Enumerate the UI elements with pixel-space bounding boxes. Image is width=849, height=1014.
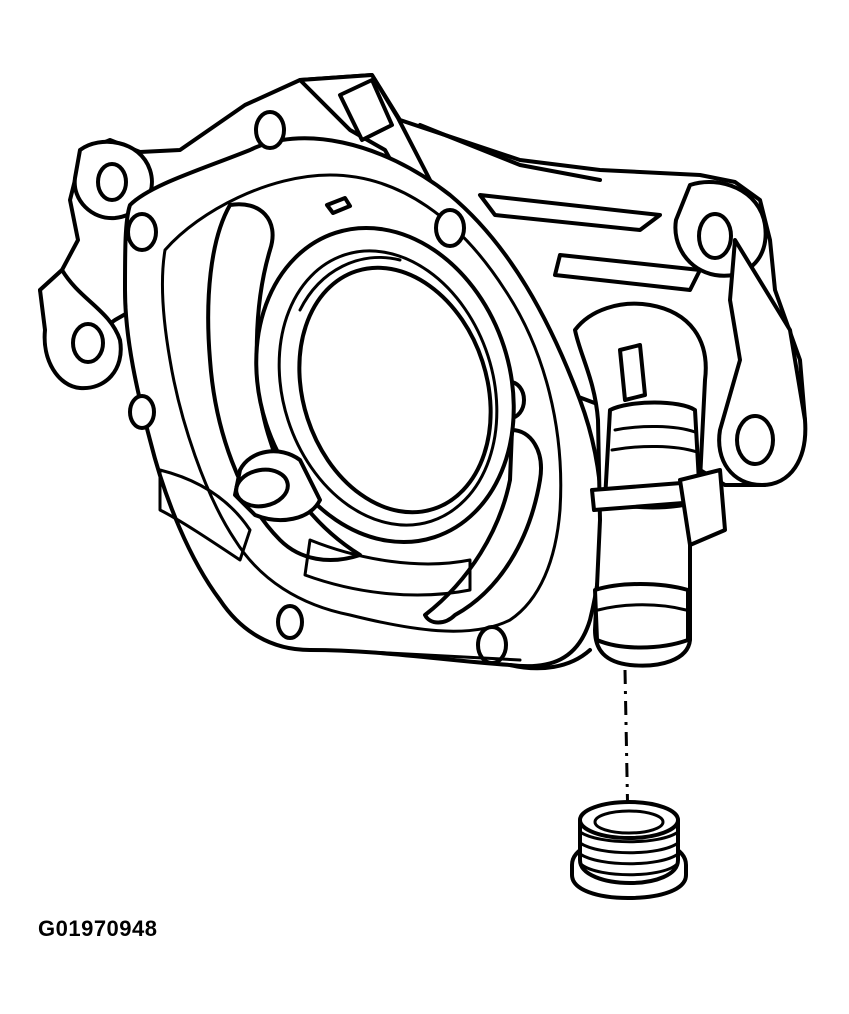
lower-edges — [328, 648, 592, 671]
threaded-plug — [570, 800, 688, 900]
bolt-hole — [128, 394, 156, 430]
bolt-hole — [476, 625, 508, 665]
bolt-hole — [126, 212, 158, 252]
bolt-hole — [276, 604, 304, 640]
lower-port — [233, 449, 322, 522]
central-bore — [254, 226, 516, 544]
bolt-hole — [254, 110, 286, 150]
figure-code-label: G01970948 — [38, 916, 158, 941]
bolt-hole — [434, 208, 466, 248]
outlet-boss — [573, 301, 727, 668]
